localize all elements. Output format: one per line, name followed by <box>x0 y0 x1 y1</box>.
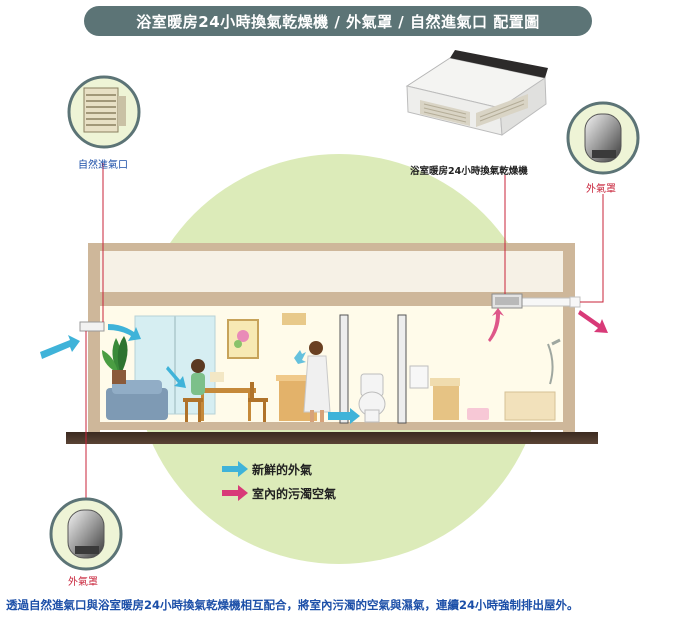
fresh-air-arrow-outside <box>40 335 80 359</box>
exhaust-duct <box>519 297 576 307</box>
ground <box>66 432 598 444</box>
label-outer-hood-bottom: 外氣罩 <box>68 577 98 588</box>
exhaust-outlet <box>569 296 581 308</box>
natural-inlet-mounted <box>79 321 105 332</box>
partition-1 <box>339 314 349 424</box>
label-outer-hood-top: 外氣罩 <box>586 184 616 195</box>
partition-2 <box>397 314 407 424</box>
diagram-title: 浴室暖房24小時換氣乾燥機 / 外氣罩 / 自然進氣口 配置圖 <box>84 6 592 36</box>
fresh-air-arrow-bath <box>328 408 360 424</box>
legend-dirty-air-label: 室內的污濁空氣 <box>252 487 337 501</box>
dining-table <box>196 388 256 393</box>
wall-shelf <box>282 313 306 325</box>
legend-fresh-arrow <box>222 461 248 477</box>
legend-dirty-air: 室內的污濁空氣 <box>252 485 336 502</box>
shower-hose <box>547 343 554 385</box>
bathtub <box>504 391 556 421</box>
towel <box>409 365 429 389</box>
fresh-air-arrow-inside <box>108 324 141 341</box>
dirty-air-arrow-bath <box>488 308 504 342</box>
right-wall <box>563 245 575 435</box>
person-seated <box>191 359 205 373</box>
person-standing <box>309 341 323 355</box>
legend-fresh-air-label: 新鮮的外氣 <box>252 463 313 477</box>
roof-slab <box>88 243 575 251</box>
floor-slab <box>88 422 575 430</box>
dryer-unit-product <box>405 50 548 136</box>
vanity <box>433 386 459 420</box>
legend-dirty-arrow <box>222 485 248 501</box>
bath-stool <box>467 408 489 420</box>
label-dryer-unit: 浴室暖房24小時換氣乾燥機 <box>410 166 528 177</box>
attic-space <box>90 247 572 295</box>
left-wall <box>88 245 100 435</box>
legend-fresh-air: 新鮮的外氣 <box>252 461 312 478</box>
dirty-air-arrow-outside <box>578 310 608 333</box>
chair-right <box>248 398 268 402</box>
fresh-air-arrow-living <box>166 366 186 388</box>
leader-outer-hood-top <box>580 194 604 303</box>
caption: 透過自然進氣口與浴室暖房24小時換氣乾燥機相互配合，將室內污濁的空氣與濕氣，連續… <box>6 598 579 612</box>
label-natural-inlet: 自然進氣口 <box>78 160 128 171</box>
ceiling-slab <box>100 292 563 306</box>
sofa <box>106 388 168 420</box>
chair-left <box>183 398 203 402</box>
vanity-top <box>430 378 460 386</box>
